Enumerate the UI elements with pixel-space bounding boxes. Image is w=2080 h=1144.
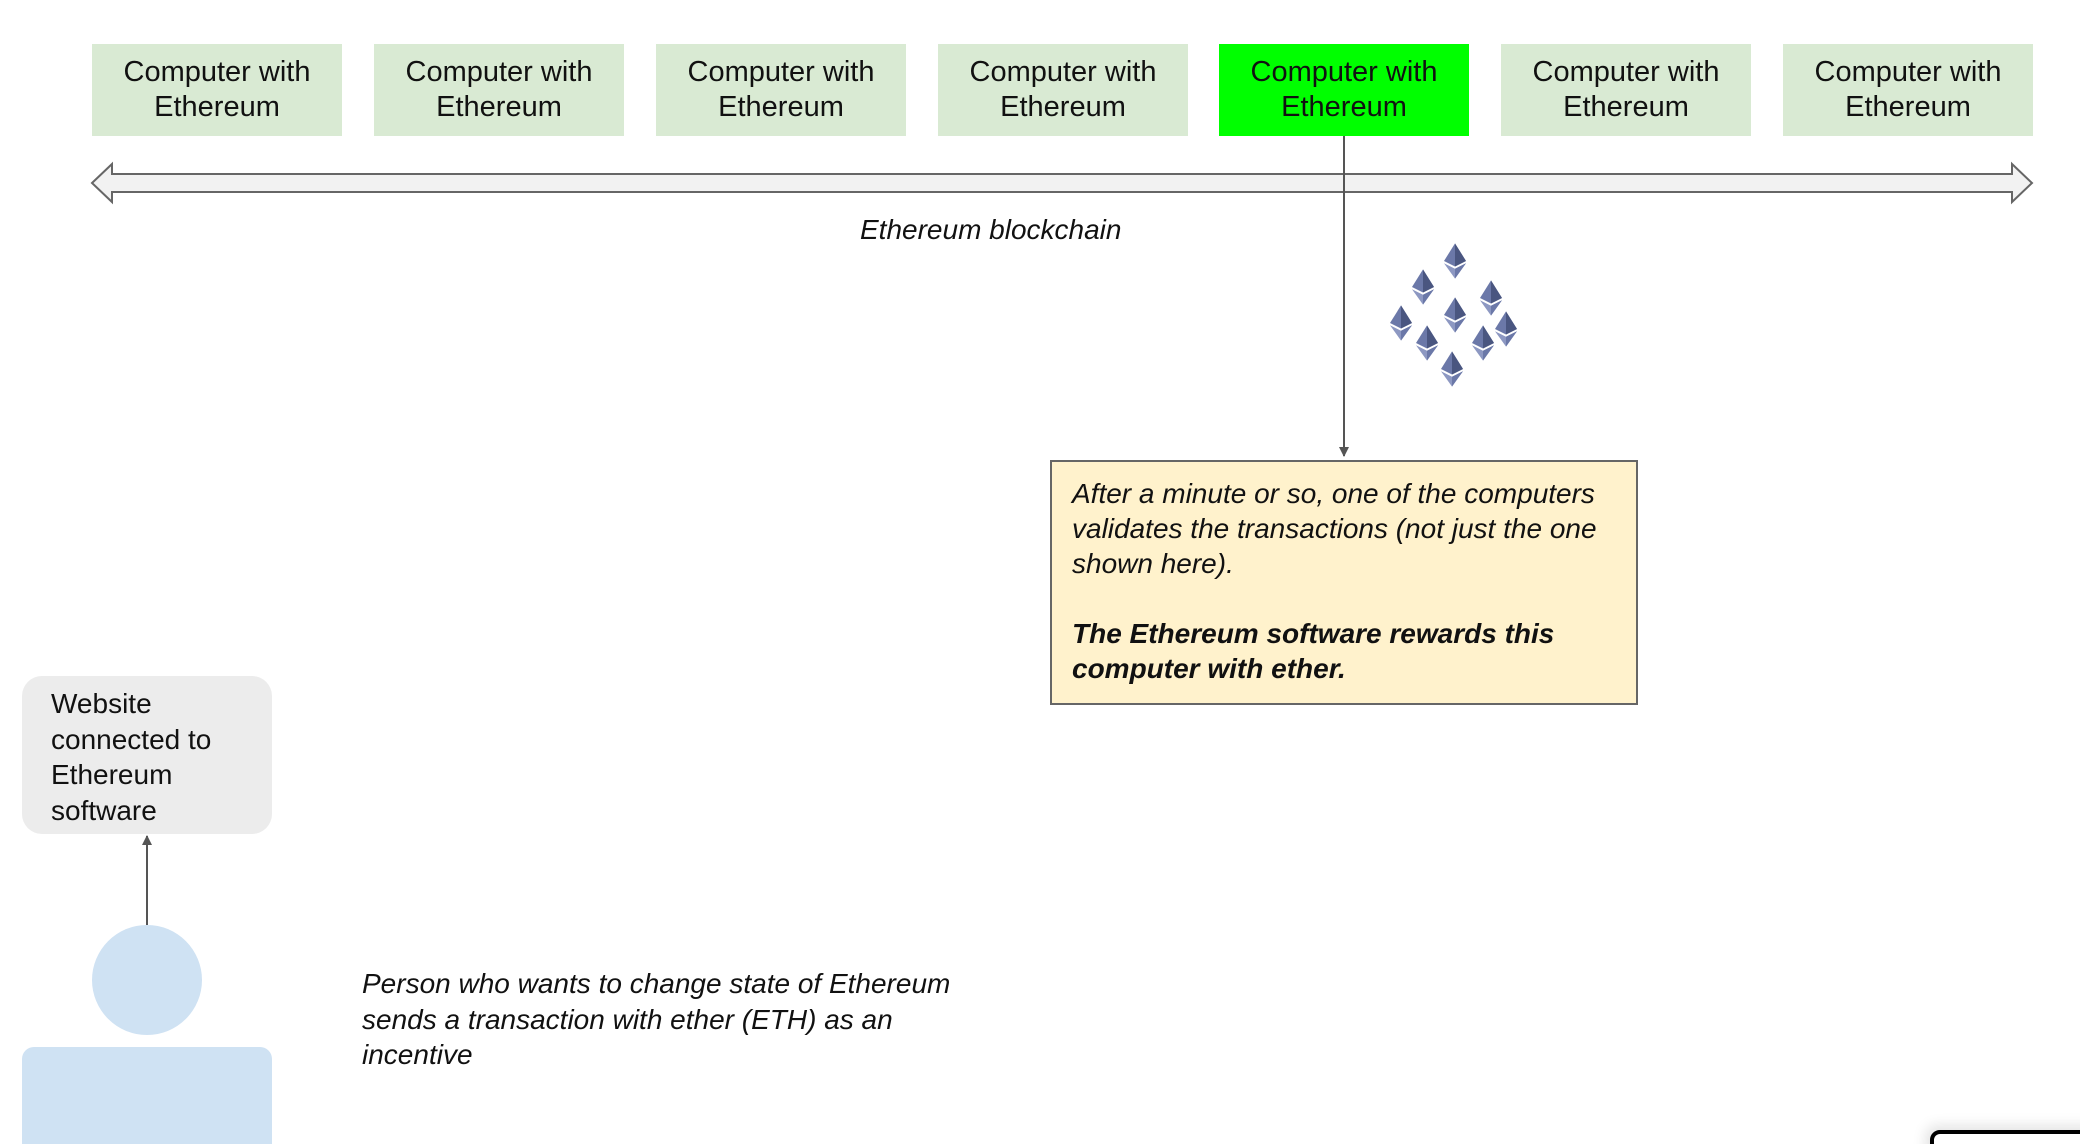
corner-window-frame <box>1930 1130 2080 1144</box>
ether-icon <box>1390 305 1412 341</box>
reward-note-text: After a minute or so, one of the compute… <box>1072 478 1597 579</box>
reward-note: After a minute or so, one of the compute… <box>1050 460 1638 705</box>
computer-node-5-highlighted: Computer with Ethereum <box>1219 44 1469 136</box>
ether-icon <box>1472 325 1494 361</box>
ether-icon <box>1412 269 1434 305</box>
computer-node-2: Computer with Ethereum <box>374 44 624 136</box>
person-body-icon <box>22 1047 272 1144</box>
ether-icon <box>1444 243 1466 279</box>
ether-icon <box>1416 325 1438 361</box>
blockchain-arrow <box>90 161 2034 205</box>
ether-cluster-icon <box>1390 243 1517 387</box>
ether-icon <box>1441 351 1463 387</box>
computer-node-3: Computer with Ethereum <box>656 44 906 136</box>
ether-icon <box>1495 311 1517 347</box>
ether-icon <box>1444 297 1466 333</box>
blockchain-label: Ethereum blockchain <box>860 214 1122 245</box>
computer-node-6: Computer with Ethereum <box>1501 44 1751 136</box>
person-head-icon <box>92 925 202 1035</box>
website-box: Website connected to Ethereum software <box>22 676 272 834</box>
computer-node-7: Computer with Ethereum <box>1783 44 2033 136</box>
reward-note-bold-text: The Ethereum software rewards this compu… <box>1072 618 1555 684</box>
computer-node-1: Computer with Ethereum <box>92 44 342 136</box>
computer-node-4: Computer with Ethereum <box>938 44 1188 136</box>
ether-icon <box>1480 280 1502 316</box>
person-caption: Person who wants to change state of Ethe… <box>362 968 951 1070</box>
